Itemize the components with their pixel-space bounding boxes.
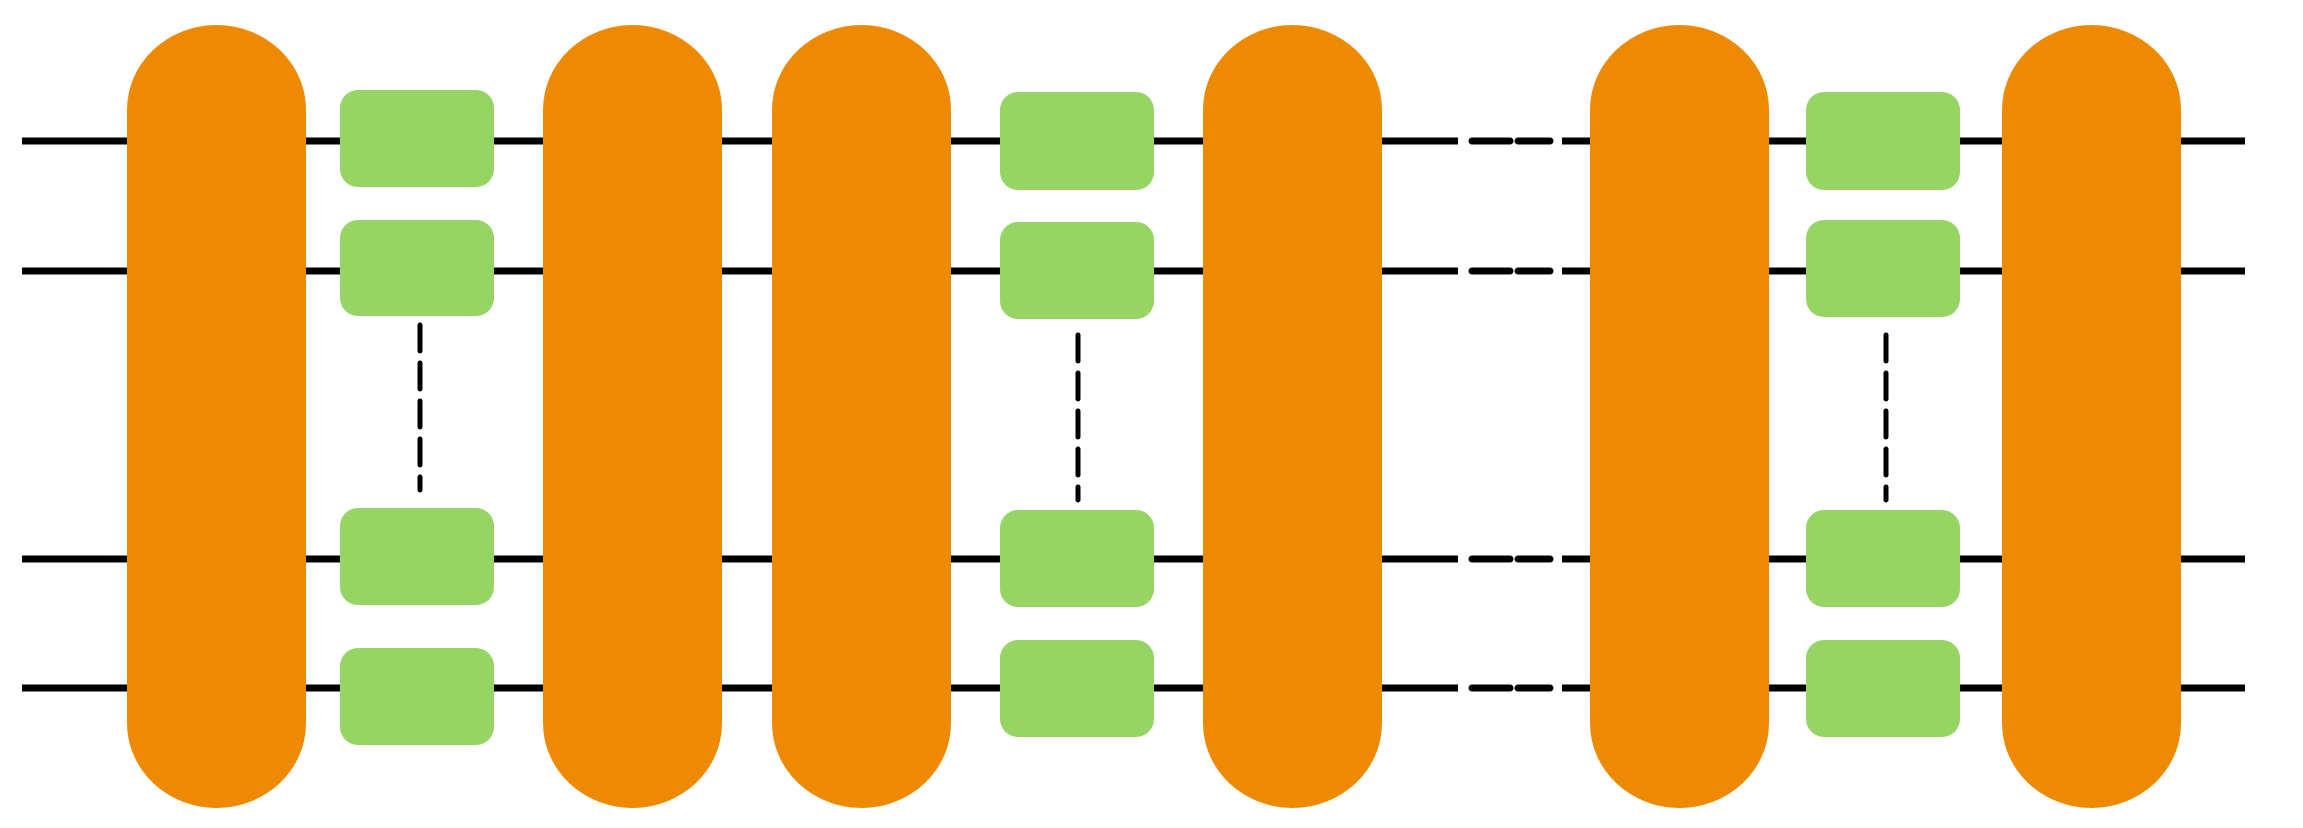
entangling-block-6 (2002, 25, 2181, 808)
single-qubit-block-c2-r4 (1000, 640, 1154, 737)
single-qubit-block-c3-r4 (1806, 640, 1960, 737)
single-qubit-block-c2-r1 (1000, 92, 1154, 190)
single-qubit-block-c3-r1 (1806, 92, 1960, 190)
single-qubit-block-c1-r3 (340, 508, 494, 605)
single-qubit-block-c2-r2 (1000, 222, 1154, 319)
entangling-block-4 (1203, 25, 1382, 808)
single-qubit-block-c2-r3 (1000, 510, 1154, 607)
entangling-block-1 (127, 25, 306, 808)
entangling-block-3 (772, 25, 951, 808)
single-qubit-block-c3-r3 (1806, 510, 1960, 607)
single-qubit-block-c1-r4 (340, 648, 494, 745)
single-qubit-block-c3-r2 (1806, 220, 1960, 317)
entangling-block-2 (543, 25, 722, 808)
single-qubit-block-c1-r1 (340, 90, 494, 187)
single-qubit-block-c1-r2 (340, 220, 494, 316)
entangling-block-5 (1590, 25, 1769, 808)
